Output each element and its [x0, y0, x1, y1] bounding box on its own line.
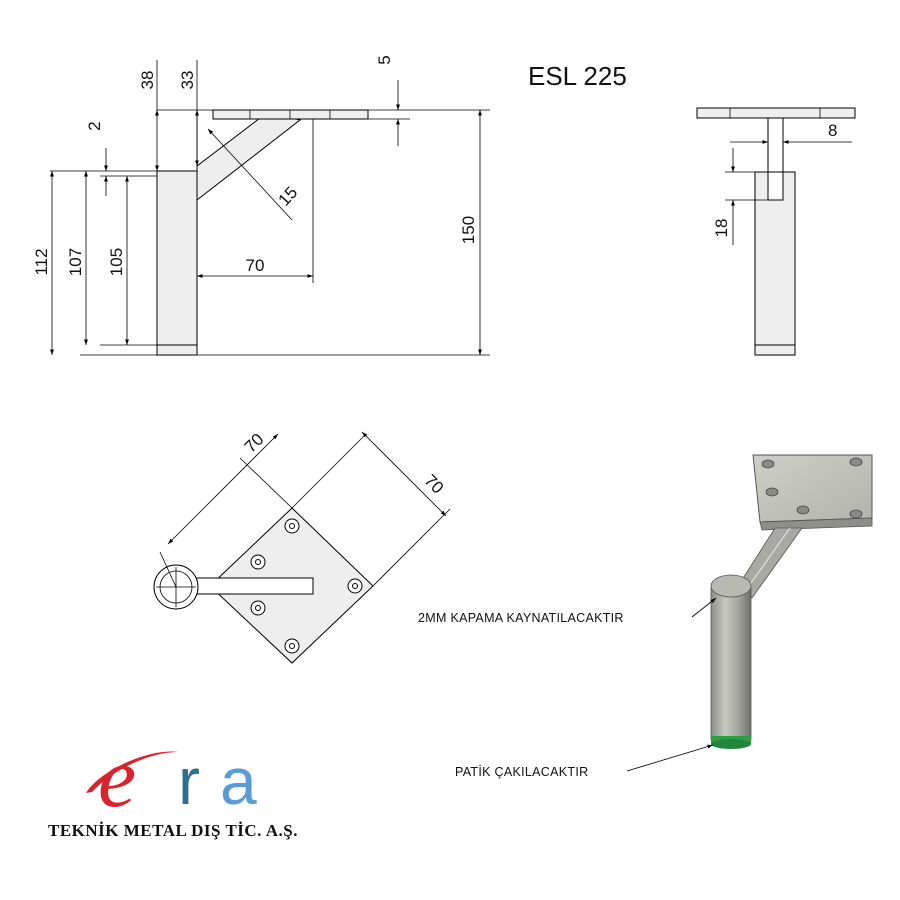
brand-logo: e r a TEKNİK METAL DIŞ TİC. A.Ş.: [48, 729, 298, 840]
note-foot-pad: PATİK ÇAKILACAKTIR: [455, 765, 588, 779]
isometric-view: [710, 454, 873, 749]
side-view: 38 33 5 2 112 107 105 15 70 150: [32, 55, 490, 356]
front-top-plate: [696, 107, 856, 119]
iso-arm: [739, 527, 803, 599]
iso-leg-cylinder: [710, 587, 752, 741]
dim-5: 5: [375, 55, 394, 64]
mounting-holes: [250, 518, 363, 654]
side-leg: [156, 170, 198, 356]
dim-38: 38: [138, 71, 157, 90]
dim-8: 8: [828, 121, 837, 140]
top-view: 70 70: [153, 430, 451, 664]
side-arm: [196, 111, 302, 202]
dim-70-side: 70: [246, 256, 265, 275]
dim-150: 150: [459, 216, 478, 244]
dim-70-top-right: 70: [420, 471, 447, 498]
dim-18: 18: [712, 219, 731, 238]
dim-2: 2: [85, 121, 104, 130]
top-arm-bar: [187, 577, 314, 595]
company-name: TEKNİK METAL DIŞ TİC. A.Ş.: [48, 821, 298, 840]
logo-letter-a: a: [220, 744, 257, 818]
side-top-plate: [212, 109, 369, 120]
dim-33: 33: [178, 71, 197, 90]
front-view: 8 18: [696, 107, 856, 356]
dim-105: 105: [107, 248, 126, 276]
note-weld-cap: 2MM KAPAMA KAYNATILACAKTIR: [418, 611, 624, 625]
dim-112: 112: [32, 248, 51, 275]
dim-107: 107: [66, 248, 85, 276]
logo-letter-r: r: [178, 744, 200, 818]
logo-letter-e: e: [98, 729, 136, 825]
dim-70-top-left: 70: [241, 430, 268, 457]
drawing-title: ESL 225: [528, 61, 627, 91]
